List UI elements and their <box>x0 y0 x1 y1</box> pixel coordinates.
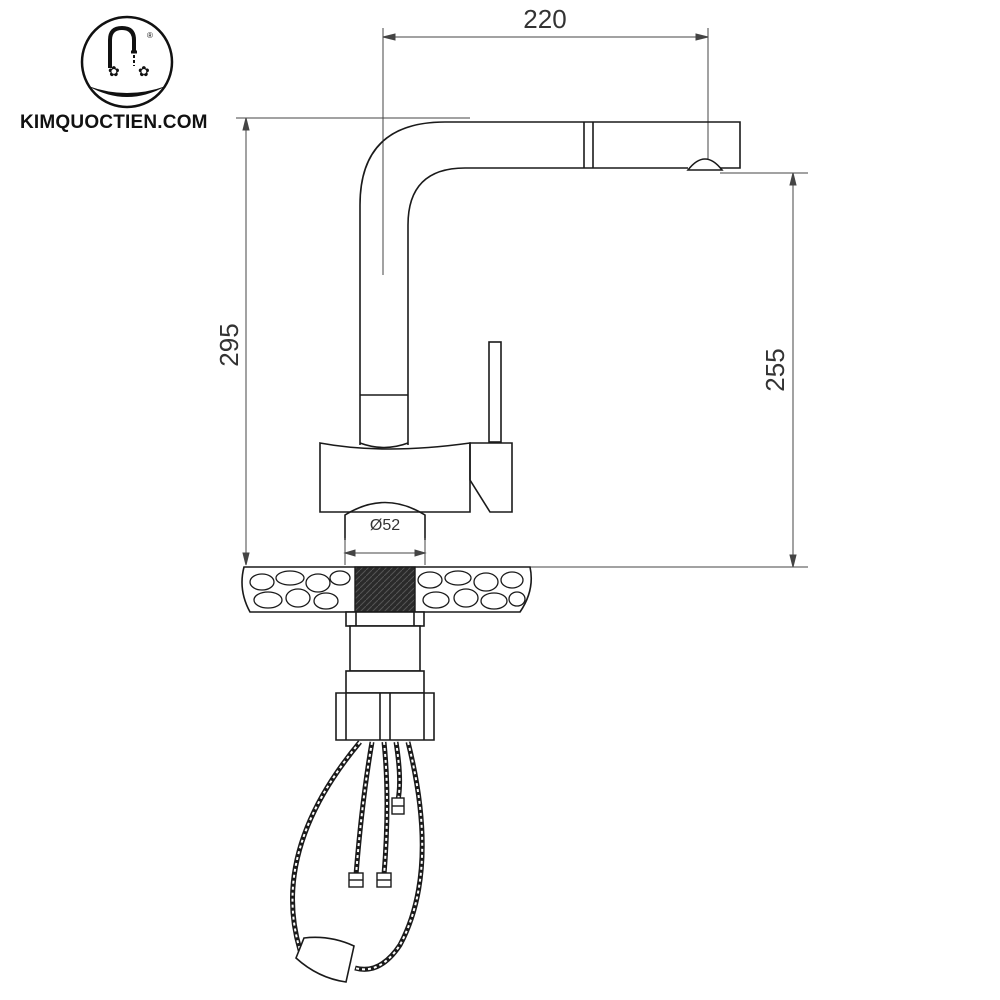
dimension-255-label: 255 <box>760 348 790 391</box>
hose-weight <box>295 936 355 983</box>
svg-text:✿: ✿ <box>108 64 120 80</box>
faucet-body <box>319 121 741 540</box>
dimension-total-height <box>236 117 470 566</box>
svg-text:✿: ✿ <box>138 64 150 80</box>
dimension-spout-reach <box>382 28 709 275</box>
mounting-assembly <box>335 611 435 741</box>
supply-hoses <box>290 740 425 972</box>
faucet-logo-icon: ✿ ✿ ® <box>80 15 174 109</box>
dimension-295-label: 295 <box>214 323 244 366</box>
dimension-52-label: Ø52 <box>370 517 400 534</box>
dimension-hole-diameter <box>343 538 427 565</box>
dimension-220-label: 220 <box>523 4 566 34</box>
countertop-section <box>241 566 533 613</box>
hose-fittings <box>348 797 405 888</box>
dimension-outlet-height <box>530 172 808 568</box>
brand-name: KIMQUOCTIEN.COM <box>20 112 208 133</box>
svg-text:®: ® <box>147 31 153 40</box>
